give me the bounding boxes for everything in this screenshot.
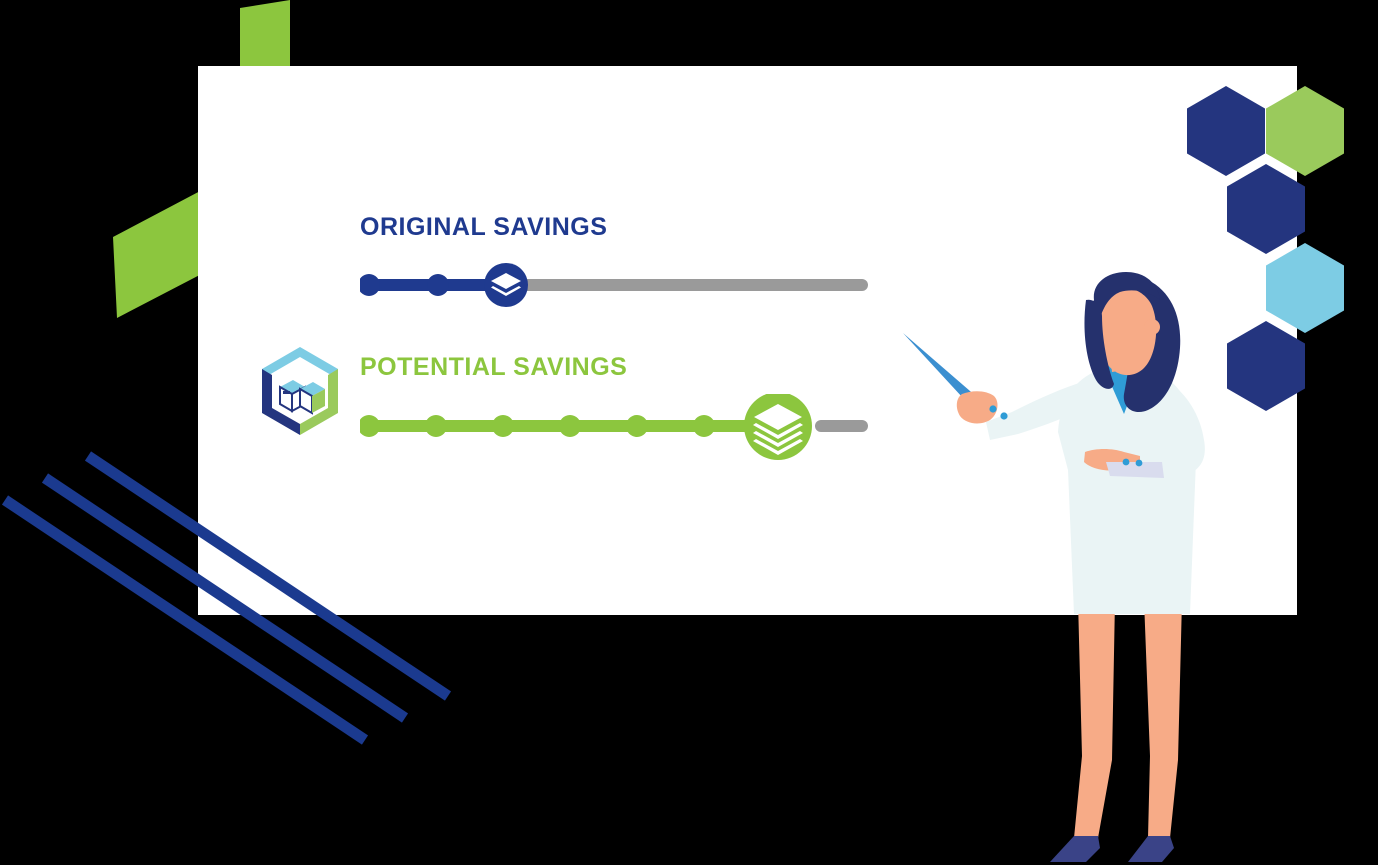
- potential-savings-dot-1[interactable]: [358, 415, 380, 437]
- coat-torso: [1058, 372, 1197, 614]
- potential-savings-block: POTENTIAL SAVINGS: [358, 353, 880, 460]
- cuff-dot-3: [1122, 458, 1130, 466]
- potential-savings-dot-2[interactable]: [425, 415, 447, 437]
- logo-hex-top-segment: [262, 347, 338, 379]
- logo-hex-right-segment: [300, 369, 338, 435]
- potential-savings-label: POTENTIAL SAVINGS: [360, 353, 628, 381]
- original-savings-dot-2[interactable]: [427, 274, 449, 296]
- potential-savings-dot-5[interactable]: [626, 415, 648, 437]
- left-leg: [1074, 600, 1115, 838]
- potential-savings-dot-6[interactable]: [693, 415, 715, 437]
- ear: [1144, 319, 1160, 335]
- blue-diagonal-stripes: [1, 451, 452, 745]
- potential-savings-dot-3[interactable]: [492, 415, 514, 437]
- left-hand: [956, 391, 998, 424]
- original-savings-track-remaining[interactable]: [500, 279, 868, 291]
- original-savings-label: ORIGINAL SAVINGS: [360, 213, 608, 241]
- right-leg: [1144, 600, 1182, 838]
- hair-front: [1086, 272, 1160, 352]
- logo-svg: [262, 347, 338, 435]
- potential-savings-dot-4[interactable]: [559, 415, 581, 437]
- layers-stack-icon: [753, 404, 803, 455]
- hexagon-green-1: [1266, 86, 1344, 176]
- hair-side: [1084, 299, 1114, 389]
- face: [1098, 287, 1157, 376]
- stripe-1: [84, 451, 452, 701]
- hexagon-boxes-logo: [258, 345, 342, 435]
- hexagon-navy-3: [1227, 321, 1305, 411]
- hexagon-navy-1: [1187, 86, 1265, 176]
- logo-box-right-side: [312, 389, 325, 413]
- left-arm: [986, 378, 1100, 440]
- pointer-stick: [903, 333, 985, 411]
- cuff-band: [1106, 462, 1164, 478]
- original-savings-slider[interactable]: [358, 254, 880, 314]
- stripe-3: [1, 495, 369, 745]
- logo-box-left-slot: [283, 391, 290, 394]
- potential-savings-track-remaining[interactable]: [815, 420, 868, 432]
- original-savings-track-wrap[interactable]: [358, 254, 880, 314]
- logo-hex-left-segment: [262, 369, 300, 435]
- right-arm: [1128, 376, 1205, 480]
- cuff-dot-2: [1000, 412, 1008, 420]
- original-savings-dot-1[interactable]: [358, 274, 380, 296]
- hexagon-lightblue-1: [1266, 243, 1344, 333]
- hexagon-cluster: [1187, 86, 1344, 411]
- stripe-2: [41, 473, 409, 723]
- left-shoe: [1050, 836, 1100, 862]
- logo-boxes: [279, 380, 325, 415]
- potential-savings-slider[interactable]: [358, 392, 880, 464]
- cuff-dot-4: [1135, 459, 1143, 467]
- cuff-dot-1: [989, 405, 997, 413]
- right-shoe: [1128, 836, 1174, 862]
- layers-stack-icon: [491, 273, 521, 296]
- hexagon-navy-2: [1227, 164, 1305, 254]
- woman-figure: [956, 272, 1205, 862]
- potential-savings-track-wrap[interactable]: [358, 392, 880, 460]
- original-savings-block: ORIGINAL SAVINGS: [358, 213, 880, 314]
